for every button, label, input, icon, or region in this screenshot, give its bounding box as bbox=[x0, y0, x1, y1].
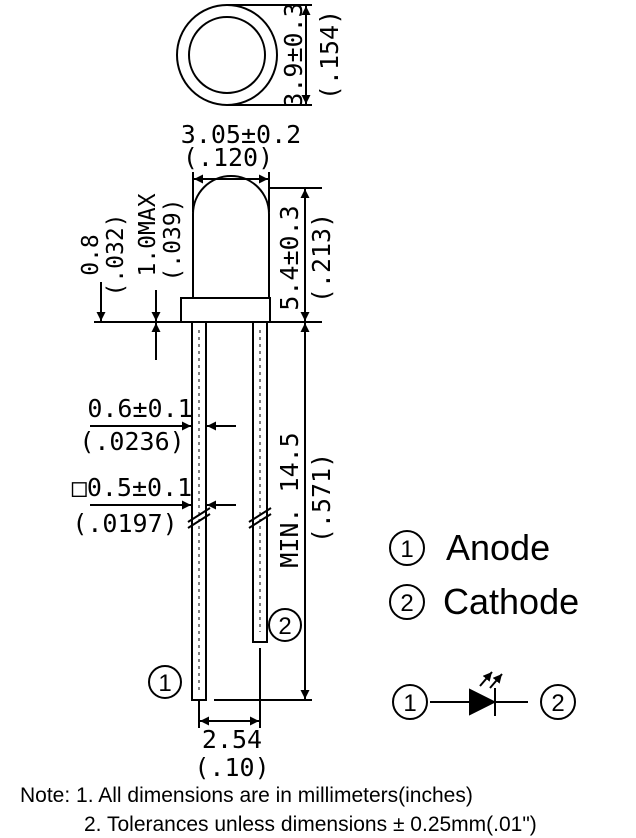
legend-anode-number: 1 bbox=[400, 536, 413, 563]
legend-cathode-number: 2 bbox=[400, 590, 413, 617]
body-height-inch-label: (.213) bbox=[307, 213, 336, 303]
top-view bbox=[176, 4, 312, 106]
note-line-1: Note: 1. All dimensions are in millimete… bbox=[20, 784, 473, 807]
led-flange bbox=[180, 297, 271, 323]
lead-width-label: 0.6±0.1 bbox=[87, 394, 192, 423]
flange-max-label: 1.0MAX bbox=[135, 193, 161, 276]
lead-length-label: MIN. 14.5 bbox=[275, 432, 304, 567]
led-side-view bbox=[180, 175, 271, 701]
body-height-label: 5.4±0.3 bbox=[275, 205, 304, 310]
flange-height-inch-label: (.032) bbox=[103, 213, 129, 296]
lead-cathode bbox=[252, 321, 268, 643]
lead-width-inch-label: (.0236) bbox=[79, 427, 184, 456]
lead-spacing-label: 2.54 bbox=[202, 725, 262, 754]
top-view-outer-circle bbox=[176, 4, 278, 106]
lead-anode-pin-number: 1 bbox=[158, 670, 171, 697]
led-lens bbox=[192, 175, 270, 298]
lead-square-label: □0.5±0.1 bbox=[72, 473, 192, 502]
legend-anode-circle bbox=[389, 530, 425, 566]
flange-height-label: 0.8 bbox=[78, 234, 104, 276]
lead-square-inch-label: (.0197) bbox=[72, 509, 177, 538]
lead-cathode-pin-number: 2 bbox=[278, 613, 291, 640]
flange-max-inch-label: (.039) bbox=[160, 198, 186, 281]
symbol-cathode-number: 2 bbox=[551, 690, 564, 717]
lens-diameter-label: 3.05±0.2 bbox=[181, 120, 301, 149]
lead-anode-pin-circle bbox=[148, 665, 182, 699]
led-schematic-symbol bbox=[430, 671, 528, 716]
legend-anode-label: Anode bbox=[446, 527, 550, 568]
body-diameter-inch-label: (.154) bbox=[315, 10, 344, 100]
symbol-anode-number: 1 bbox=[403, 690, 416, 717]
body-diameter-label: 3.9±0.3 bbox=[279, 2, 308, 107]
legend-cathode-circle bbox=[389, 584, 425, 620]
lead-length-inch-label: (.571) bbox=[307, 453, 336, 543]
lens-diameter-inch-label: (.120) bbox=[183, 143, 273, 172]
lead-spacing-inch-label: (.10) bbox=[194, 753, 269, 782]
legend-cathode-label: Cathode bbox=[443, 581, 579, 622]
symbol-anode-circle bbox=[392, 684, 428, 720]
symbol-cathode-circle bbox=[540, 684, 576, 720]
top-view-inner-circle bbox=[188, 16, 266, 94]
note-line-2: 2. Tolerances unless dimensions ± 0.25mm… bbox=[84, 813, 537, 836]
lead-cathode-pin-circle bbox=[268, 608, 302, 642]
